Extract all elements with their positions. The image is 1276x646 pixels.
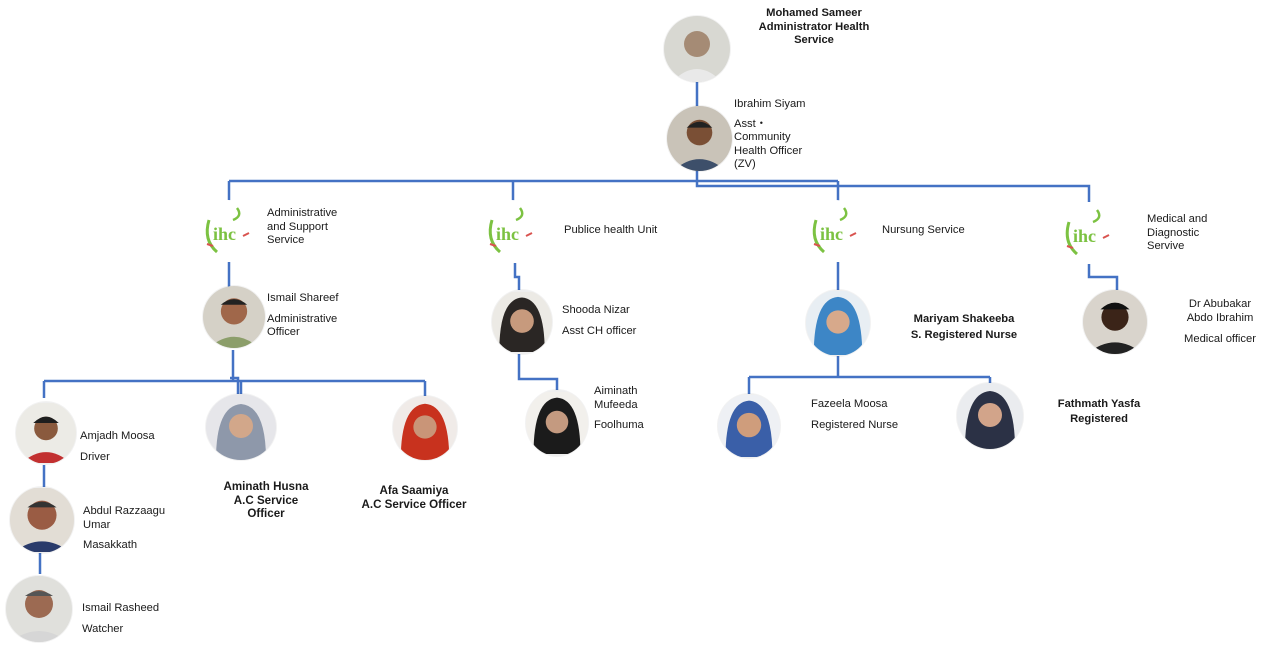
admin-staff-saamiya-name: Afa Saamiya	[379, 484, 449, 497]
admin-staff-saamiya-role: A.C Service Officer	[361, 497, 467, 511]
department-label-medical-line2: Diagnostic	[1147, 226, 1200, 239]
photo-mohamed-sameer	[664, 16, 730, 82]
medical-head-name-line1: Dr Abubakar	[1188, 298, 1252, 310]
admin-head-role-line1: Administrative	[267, 312, 338, 325]
department-label-medical-line1: Medical and	[1147, 213, 1208, 225]
admin-staff-driver-name: Amjadh Moosa	[80, 430, 155, 442]
svg-text:ihc: ihc	[496, 224, 519, 244]
medical-head-name-line2: Abdo Ibrahim	[1186, 311, 1254, 324]
public-staff-name-line2: Mufeeda	[594, 398, 638, 411]
admin-staff-husna-role-line2: Officer	[247, 507, 285, 520]
photo-abdul-razzaagu-umar	[10, 487, 74, 553]
nursing-head-role: S. Registered Nurse	[910, 328, 1018, 341]
admin-staff-watcher-role: Watcher	[82, 622, 124, 635]
connector-nursing-head-to-staff	[747, 355, 992, 394]
photo-ismail-rasheed	[6, 576, 72, 642]
public-head-role: Asst CH officer	[562, 324, 637, 337]
admin-staff-watcher-name: Ismail Rasheed	[82, 602, 160, 614]
department-logo-medical: ihc	[1057, 202, 1119, 264]
department-logo-nursing: ihc	[804, 200, 866, 262]
svg-text:ihc: ihc	[820, 224, 843, 244]
connector-public-dept-to-head	[513, 263, 521, 290]
nursing-staff-fazeela-name: Fazeela Moosa	[811, 398, 888, 410]
photo-fazeela-moosa	[718, 394, 780, 458]
photo-ibrahim-siyam	[667, 106, 732, 171]
photo-mariyam-shakeeba	[806, 290, 870, 356]
nursing-head-name: Mariyam Shakeeba	[913, 313, 1015, 325]
photo-shooda-nizar	[492, 290, 552, 354]
deputy-role-line1: Asst・	[734, 117, 767, 130]
svg-text:ihc: ihc	[1073, 226, 1096, 246]
admin-staff-masakkath-name-line1: Abdul Razzaagu	[83, 505, 166, 517]
admin-staff-husna-role-line1: A.C Service	[233, 493, 299, 507]
admin-staff-driver-role: Driver	[80, 450, 110, 463]
department-logo-public-health: ihc	[480, 200, 542, 262]
deputy-role-line3: Health Officer	[734, 144, 803, 157]
department-label-admin-line1: Administrative	[267, 207, 338, 219]
connector-admin-head-to-staff	[42, 350, 427, 398]
department-label-nursing: Nursung Service	[882, 224, 965, 236]
admin-staff-masakkath-role: Masakkath	[83, 539, 138, 551]
connector-admin-driver-chain	[38, 465, 46, 574]
public-staff-role: Foolhuma	[594, 419, 644, 431]
photo-fathmath-yasfa	[957, 383, 1023, 449]
photo-amjadh-moosa	[16, 402, 76, 464]
department-logo-admin: ihc	[197, 200, 259, 262]
deputy-role-line2: Community	[734, 131, 791, 143]
connector-medical-dept-to-head	[1087, 264, 1119, 290]
public-head-name: Shooda Nizar	[562, 304, 630, 316]
admin-head-role-line2: Officer	[267, 326, 300, 338]
nursing-staff-yasfa-role: Registered	[1070, 412, 1128, 425]
top-role-line2: Service	[794, 34, 834, 46]
svg-text:ihc: ihc	[213, 224, 236, 244]
photo-afa-saamiya	[393, 396, 457, 460]
admin-staff-masakkath-name-line2: Umar	[83, 518, 111, 531]
department-label-public-health: Publice health Unit	[564, 224, 658, 236]
nursing-staff-yasfa-name: Fathmath Yasfa	[1057, 398, 1141, 410]
top-role-line1: Administrator Health	[758, 20, 870, 33]
photo-aminath-husna	[206, 394, 276, 460]
admin-head-name: Ismail Shareef	[267, 292, 339, 304]
deputy-role-line4: (ZV)	[734, 158, 756, 170]
connector-deputy-to-departments	[227, 170, 1091, 202]
photo-aiminath-mufeeda	[526, 390, 588, 456]
medical-head-role: Medical officer	[1184, 333, 1256, 345]
nursing-staff-fazeela-role: Registered Nurse	[811, 418, 899, 431]
photo-ismail-shareef	[203, 286, 265, 348]
department-label-admin-line2: and Support	[267, 220, 328, 233]
deputy-name: Ibrahim Siyam	[734, 98, 806, 110]
admin-staff-husna-name: Aminath Husna	[223, 480, 309, 493]
top-name: Mohamed Sameer	[766, 7, 862, 19]
department-label-admin-line3: Service	[267, 234, 305, 246]
public-staff-name-line1: Aiminath	[594, 385, 638, 397]
connector-public-head-to-staff	[517, 354, 559, 392]
photo-dr-abubakar-abdo-ibrahim	[1083, 290, 1147, 354]
department-label-medical-line3: Servive	[1147, 240, 1185, 252]
